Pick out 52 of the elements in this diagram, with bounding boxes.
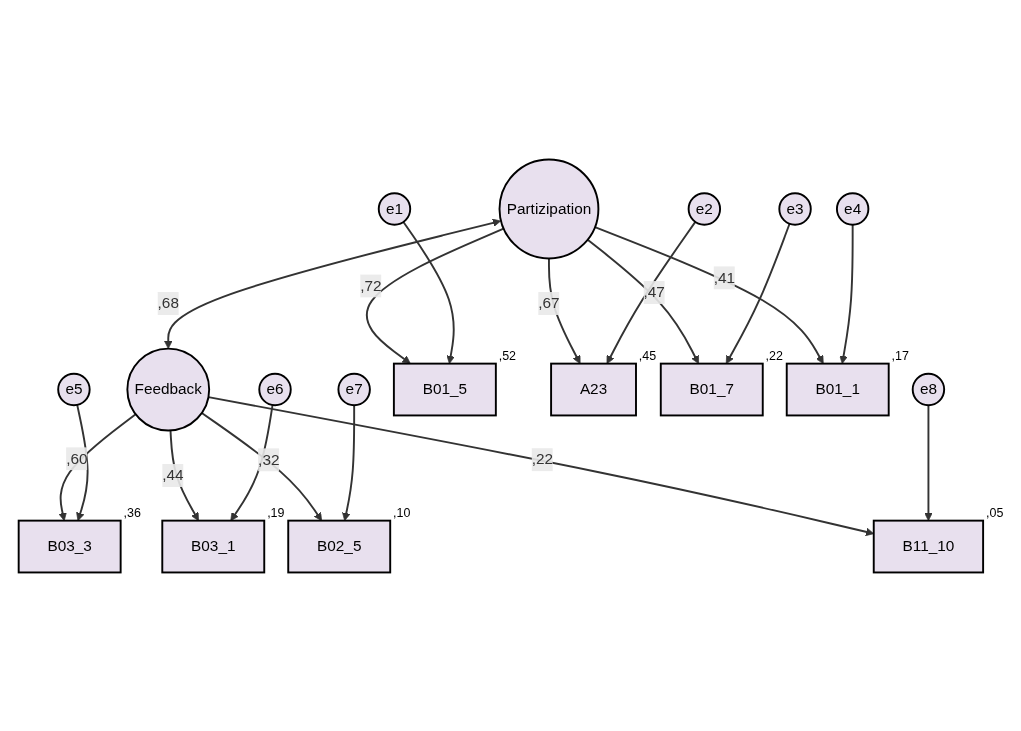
node-circle: e8 xyxy=(911,372,945,406)
node-circle: Partizipation xyxy=(498,158,599,259)
arrow xyxy=(200,411,322,521)
value-label: ,22 xyxy=(765,348,783,363)
value-label: ,05 xyxy=(985,505,1003,520)
arrow xyxy=(606,220,696,364)
arrow xyxy=(75,403,89,521)
arrow xyxy=(207,395,874,536)
edge-label: ,60 xyxy=(65,449,87,466)
edge-label: ,32 xyxy=(257,450,279,468)
node-circle: e3 xyxy=(777,191,812,226)
edge-label: ,67 xyxy=(537,294,560,311)
arrow xyxy=(725,222,790,364)
arrow xyxy=(401,220,455,364)
value-label: ,36 xyxy=(123,505,141,520)
arrow xyxy=(341,403,355,521)
value-label: ,17 xyxy=(891,348,909,363)
node-box: B03_1 xyxy=(160,519,265,573)
node-circle: e5 xyxy=(56,372,91,406)
arrow xyxy=(365,227,505,364)
arrow xyxy=(547,256,580,364)
arrow xyxy=(169,428,199,521)
node-circle: e6 xyxy=(257,372,292,406)
node-box: B02_5 xyxy=(286,519,391,573)
edge-label: ,68 xyxy=(157,294,179,311)
value-label: ,19 xyxy=(266,505,284,520)
edge-label: ,44 xyxy=(161,466,184,483)
node-circle: e2 xyxy=(687,191,721,226)
edge-label: ,41 xyxy=(713,268,735,286)
node-box: A23 xyxy=(549,362,637,416)
node-circle: Feedback xyxy=(125,347,210,431)
node-box: B03_3 xyxy=(17,519,122,573)
node-box: B01_5 xyxy=(392,362,497,416)
node-circle: e4 xyxy=(835,191,869,226)
value-label: ,52 xyxy=(498,348,516,363)
arrow xyxy=(923,403,933,521)
arrow xyxy=(58,412,137,521)
value-label: ,45 xyxy=(638,348,656,363)
value-label: ,10 xyxy=(392,505,410,520)
edge-label: ,47 xyxy=(643,283,665,300)
edge-label: ,22 xyxy=(531,450,553,467)
node-box: B11_10 xyxy=(872,519,984,573)
node-circle: e7 xyxy=(336,372,371,406)
node-box: B01_7 xyxy=(659,362,764,416)
arrow xyxy=(163,218,501,349)
arrow xyxy=(229,403,273,521)
node-circle: e1 xyxy=(377,191,411,226)
arrow xyxy=(838,223,854,364)
arrow xyxy=(593,225,824,364)
edge-label: ,72 xyxy=(359,276,382,294)
arrow xyxy=(586,238,699,364)
node-box: B01_1 xyxy=(785,362,890,416)
